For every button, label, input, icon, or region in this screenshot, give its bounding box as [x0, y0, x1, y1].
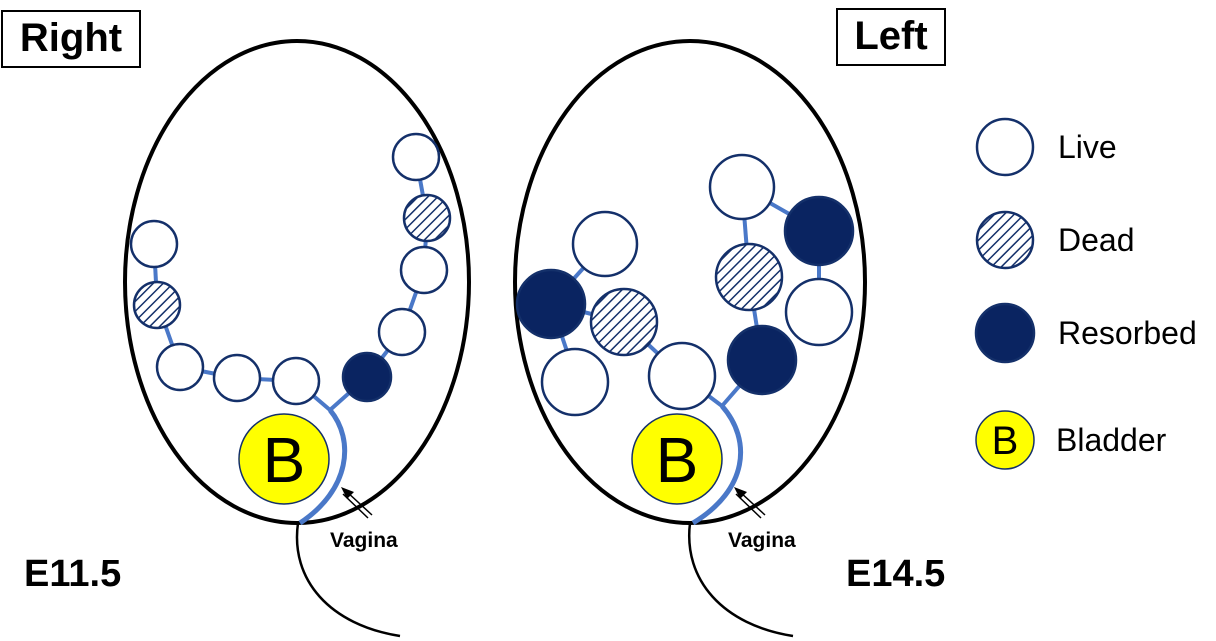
- right-bladder-letter: B: [263, 424, 306, 496]
- legend: Live Dead Resorbed B Bladder: [974, 117, 1197, 470]
- embryo-resorbed: [515, 268, 587, 340]
- right-embryos: [129, 132, 452, 406]
- embryo-live: [377, 307, 427, 357]
- embryo-resorbed: [726, 324, 798, 396]
- embryo-live: [540, 347, 610, 417]
- embryo-live: [784, 277, 854, 347]
- legend-bladder-label: Bladder: [1056, 422, 1167, 458]
- right-bladder: B: [238, 413, 330, 505]
- embryo-live: [129, 219, 179, 269]
- embryo-resorbed: [341, 351, 393, 403]
- embryo-dead: [714, 242, 784, 312]
- embryo-live: [708, 153, 776, 221]
- right-panel: B Vagina: [123, 39, 471, 638]
- embryo-dead: [402, 193, 452, 243]
- left-vagina-label: Vagina: [728, 529, 796, 552]
- legend-bladder-letter: B: [992, 419, 1019, 463]
- legend-resorbed: Resorbed: [974, 302, 1197, 364]
- embryo-dead: [589, 287, 659, 357]
- legend-live: Live: [975, 117, 1117, 177]
- right-vagina: [298, 408, 348, 526]
- right-vagina-label: Vagina: [330, 529, 398, 552]
- embryo-live: [391, 132, 441, 182]
- left-vagina-arrow: [734, 487, 766, 519]
- right-stage-label: E11.5: [24, 553, 122, 595]
- embryo-live: [571, 210, 639, 278]
- legend-dead-label: Dead: [1058, 222, 1135, 258]
- left-side-label: Left: [836, 8, 946, 66]
- legend-live-label: Live: [1058, 129, 1117, 165]
- left-bladder-letter: B: [656, 424, 699, 496]
- embryo-dead: [132, 280, 182, 330]
- embryo-live: [647, 341, 717, 411]
- left-vagina: [691, 404, 744, 526]
- legend-bladder: B Bladder: [975, 410, 1167, 470]
- embryo-live: [212, 353, 262, 403]
- right-side-label: Right: [1, 10, 141, 68]
- right-tail: [295, 522, 401, 638]
- embryo-resorbed: [783, 195, 855, 267]
- embryo-live: [399, 245, 449, 295]
- left-embryos: [515, 153, 855, 417]
- legend-resorbed-label: Resorbed: [1058, 315, 1197, 351]
- embryo-live: [155, 342, 205, 392]
- embryo-live: [271, 356, 321, 406]
- right-vagina-arrow: [341, 487, 373, 519]
- left-bladder: B: [631, 413, 723, 505]
- left-tail: [687, 522, 794, 638]
- left-stage-label: E14.5: [846, 553, 946, 595]
- left-panel: B Vagina: [513, 39, 867, 638]
- legend-dead: Dead: [975, 210, 1135, 270]
